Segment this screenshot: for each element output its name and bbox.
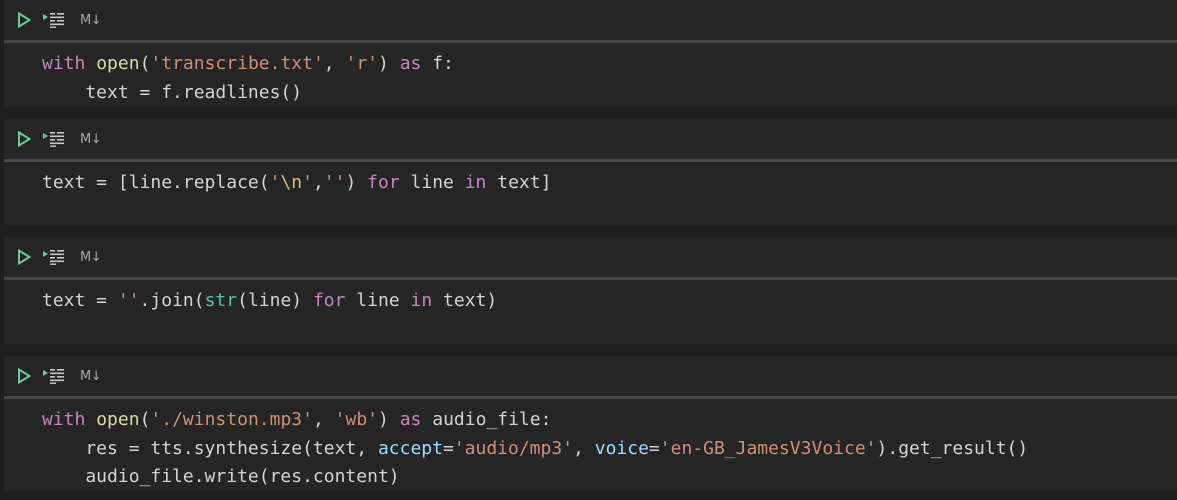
code-line: text = [line.replace('\n','') for line i…: [42, 169, 1177, 198]
code-token: line: [345, 290, 411, 311]
cell-separator: [4, 396, 1177, 399]
code-token: audio_file:: [421, 409, 552, 430]
code-token: ': [302, 172, 313, 193]
play-triangle-icon: [18, 249, 31, 265]
code-token: ,: [312, 172, 324, 193]
code-token: [85, 409, 96, 430]
code-line: text = f.readlines(): [42, 79, 1177, 108]
play-triangle-icon: [18, 368, 31, 384]
run-below-icon: [43, 13, 64, 28]
code-token: with: [42, 53, 86, 74]
play-triangle-icon: [18, 131, 31, 147]
convert-to-markdown-button[interactable]: M↓: [80, 12, 102, 28]
code-editor[interactable]: text = [line.replace('\n','') for line i…: [4, 162, 1177, 198]
code-token: ,: [323, 53, 346, 74]
code-token: 'transcribe.txt': [150, 53, 324, 74]
code-editor[interactable]: with open('transcribe.txt', 'r') as f: t…: [4, 43, 1177, 107]
code-token: res = tts.synthesize(text,: [42, 437, 378, 459]
cell-toolbar: M↓: [4, 237, 1177, 277]
code-token: './winston.mp3': [150, 409, 313, 430]
code-token: [85, 53, 96, 74]
code-token: open: [96, 409, 140, 430]
code-token: text = [line.replace(: [42, 172, 270, 193]
code-token: \n: [280, 172, 303, 193]
code-token: for: [312, 290, 346, 311]
convert-to-markdown-button[interactable]: M↓: [80, 368, 102, 384]
cell-toolbar: M↓: [4, 119, 1177, 159]
code-token: '': [323, 172, 346, 193]
code-line: with open('transcribe.txt', 'r') as f:: [42, 50, 1177, 79]
cell-separator: [4, 159, 1177, 162]
code-token: in: [410, 290, 433, 311]
code-token: (: [139, 53, 151, 74]
code-token: audio_file.write(res.content): [42, 466, 400, 487]
play-triangle-icon: [18, 12, 31, 28]
run-cell-button[interactable]: [16, 130, 32, 148]
code-token: text =: [42, 290, 118, 311]
code-token: =: [648, 437, 660, 459]
code-line: text = ''.join(str(line) for line in tex…: [42, 287, 1177, 316]
code-token: text]: [486, 172, 552, 193]
convert-to-markdown-button[interactable]: M↓: [80, 249, 102, 265]
code-token: ): [345, 172, 368, 193]
run-below-icon: [43, 369, 64, 384]
code-token: f:: [421, 53, 454, 74]
run-below-icon: [43, 132, 64, 147]
run-cell-button[interactable]: [16, 11, 32, 29]
run-cell-button[interactable]: [16, 367, 32, 385]
code-line: res = tts.synthesize(text, accept='audio…: [42, 435, 1177, 464]
code-line: with open('./winston.mp3', 'wb') as audi…: [42, 406, 1177, 435]
cell-separator: [4, 40, 1177, 43]
code-token: (: [139, 409, 151, 430]
run-below-button[interactable]: [42, 367, 66, 385]
code-cell-1[interactable]: M↓ with open('transcribe.txt', 'r') as f…: [4, 0, 1177, 107]
code-token: ,: [573, 437, 595, 459]
code-token: accept: [377, 437, 443, 459]
code-line: audio_file.write(res.content): [42, 463, 1177, 492]
code-token: ,: [312, 409, 335, 430]
code-token: with: [42, 409, 86, 430]
code-token: for: [367, 172, 400, 193]
code-token: 'r': [345, 53, 378, 74]
code-token: ): [378, 53, 400, 74]
run-cell-button[interactable]: [16, 248, 32, 266]
cell-toolbar: M↓: [4, 356, 1177, 396]
code-editor[interactable]: text = ''.join(str(line) for line in tex…: [4, 280, 1177, 316]
code-token: open: [96, 53, 140, 74]
code-cell-4[interactable]: M↓ with open('./winston.mp3', 'wb') as a…: [4, 356, 1177, 491]
run-below-button[interactable]: [42, 130, 66, 148]
run-below-button[interactable]: [42, 11, 66, 29]
code-editor[interactable]: with open('./winston.mp3', 'wb') as audi…: [4, 399, 1177, 492]
code-token: voice: [594, 437, 649, 459]
code-token: 'wb': [334, 409, 379, 430]
code-token: in: [464, 172, 487, 193]
cell-separator: [4, 277, 1177, 280]
cell-toolbar: M↓: [4, 0, 1177, 40]
code-token: as: [399, 53, 422, 74]
code-token: ).get_result(): [876, 437, 1029, 459]
code-token: ): [378, 409, 400, 430]
convert-to-markdown-button[interactable]: M↓: [80, 131, 102, 147]
code-token: (line): [237, 290, 313, 311]
code-token: =: [442, 437, 454, 459]
code-token: 'audio/mp3': [453, 437, 574, 459]
code-token: '': [117, 290, 140, 311]
code-token: as: [399, 409, 422, 430]
run-below-icon: [43, 250, 64, 265]
code-token: line: [399, 172, 465, 193]
code-cell-3[interactable]: M↓ text = ''.join(str(line) for line in …: [4, 237, 1177, 344]
code-token: str: [204, 290, 238, 311]
code-token: text = f.readlines(): [42, 81, 303, 103]
code-token: 'en-GB_JamesV3Voice': [659, 437, 877, 459]
run-below-button[interactable]: [42, 248, 66, 266]
code-token: .join(: [139, 290, 205, 311]
code-cell-2[interactable]: M↓ text = [line.replace('\n','') for lin…: [4, 119, 1177, 225]
code-token: ': [269, 172, 281, 193]
code-token: text): [432, 290, 498, 311]
